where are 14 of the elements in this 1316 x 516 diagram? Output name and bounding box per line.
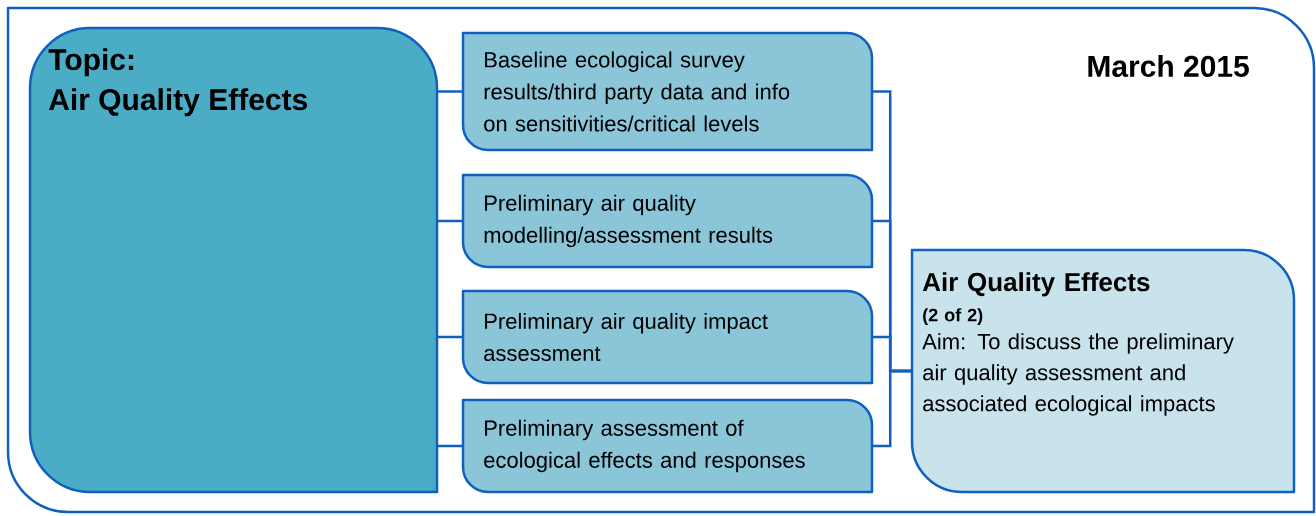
process-box: Preliminary assessment of ecological effects and responses xyxy=(461,398,874,494)
date-text: March 2015 xyxy=(1088,55,1249,77)
topic-heading: Topic: Air Quality Effects xyxy=(48,48,307,117)
connector-line xyxy=(437,335,463,339)
heading: Air Quality Effects xyxy=(922,272,1150,297)
process-box: Preliminary air quality modelling/assessment results xyxy=(461,173,874,269)
process-box: Preliminary air quality impact assessment xyxy=(461,289,874,385)
connector-line xyxy=(437,219,463,223)
aim-text: Aim: To discuss the preliminary air quality assessment and associated ecological impacts xyxy=(922,333,1234,416)
connector-line xyxy=(437,90,463,93)
process-box: Baseline ecological survey results/third party data and info on sensitivities/critical levels xyxy=(461,31,874,152)
connector-line xyxy=(872,369,912,448)
part-number: (2 of 2) xyxy=(923,308,983,325)
connector-line xyxy=(437,444,463,448)
